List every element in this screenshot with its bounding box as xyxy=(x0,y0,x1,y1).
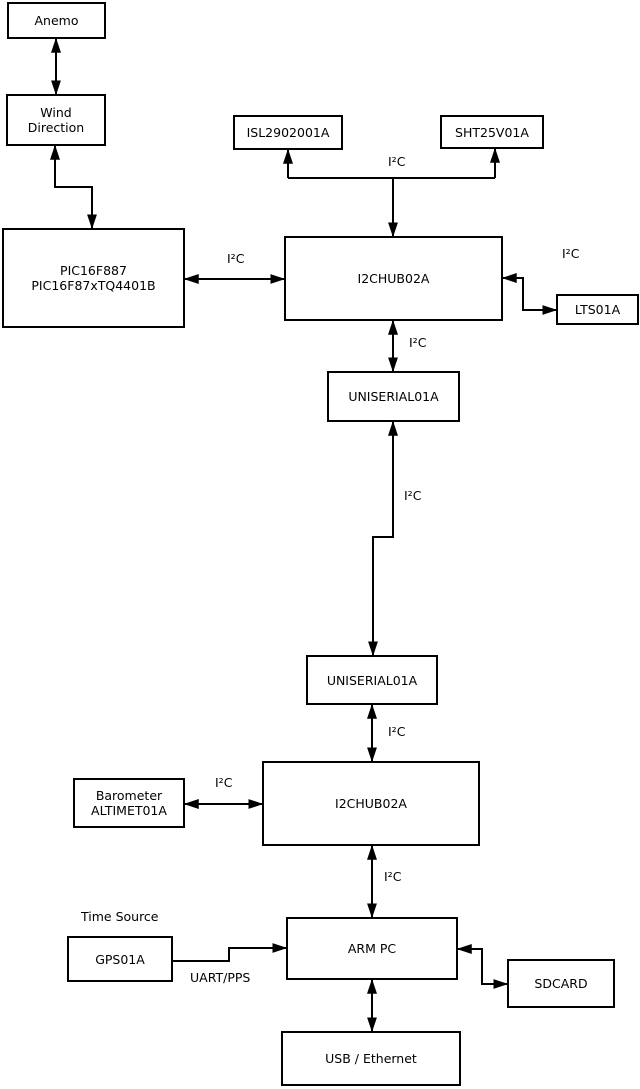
edge-label-time-source: Time Source xyxy=(81,909,159,924)
node-uniserial01a-upper: UNISERIAL01A xyxy=(327,371,460,422)
node-wind-direction: Wind Direction xyxy=(6,94,106,146)
edge-label-i2c-barometer-hub2: I²C xyxy=(215,775,233,790)
node-barometer-altimet01a: Barometer ALTIMET01A xyxy=(73,778,185,828)
edge-label-uart-pps: UART/PPS xyxy=(190,970,251,985)
edge-label-i2c-hub1-uniserial: I²C xyxy=(409,335,427,350)
edge-label-i2c-hub1-lts: I²C xyxy=(562,246,580,261)
node-i2chub02a-upper: I2CHUB02A xyxy=(284,236,503,321)
edge-label-i2c-uniserial-link: I²C xyxy=(404,488,422,503)
node-lts01a: LTS01A xyxy=(556,294,639,325)
node-arm-pc: ARM PC xyxy=(286,917,458,980)
node-pic16f887: PIC16F887 PIC16F87xTQ4401B xyxy=(2,228,185,328)
edge-label-i2c-hub2-armpc: I²C xyxy=(384,869,402,884)
edge-label-i2c-hub1-sensors: I²C xyxy=(388,154,406,169)
node-usb-ethernet: USB / Ethernet xyxy=(281,1031,461,1086)
node-anemo: Anemo xyxy=(7,2,106,39)
node-isl2902001a: ISL2902001A xyxy=(233,115,343,150)
node-uniserial01a-lower: UNISERIAL01A xyxy=(306,655,438,705)
node-gps01a: GPS01A xyxy=(67,936,173,982)
node-i2chub02a-lower: I2CHUB02A xyxy=(262,761,480,846)
node-sdcard: SDCARD xyxy=(507,959,615,1008)
edge-label-i2c-pic-hub1: I²C xyxy=(227,251,245,266)
node-sht25v01a: SHT25V01A xyxy=(440,115,544,149)
edge-label-i2c-uniserial-hub2: I²C xyxy=(388,724,406,739)
